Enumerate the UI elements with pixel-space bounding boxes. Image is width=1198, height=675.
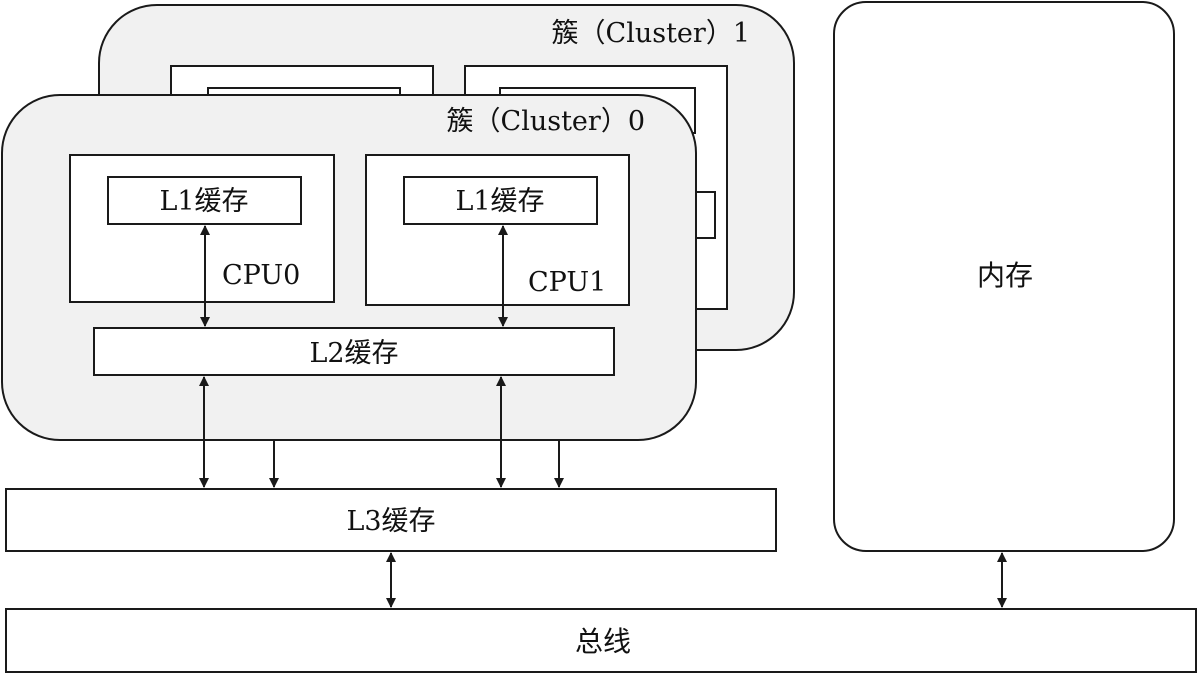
l2-cache-box: [93, 327, 615, 376]
cluster-0-label: 簇（Cluster）0: [447, 106, 645, 137]
l3-cache-label: L3缓存: [346, 506, 435, 537]
cpu1-l1-cache-box: [403, 176, 598, 225]
memory-box: [833, 1, 1175, 552]
memory-label: 内存: [977, 259, 1033, 292]
cpu1-label: CPU1: [528, 267, 606, 298]
cpu1-core: L1缓存 CPU1: [365, 154, 630, 306]
cluster-0: 簇（Cluster）0 L1缓存 CPU0 L1缓存 CPU1 L2缓存: [1, 94, 697, 441]
l3-cache-box: [5, 488, 777, 552]
cpu0-label: CPU0: [222, 260, 300, 291]
cpu0-core: L1缓存 CPU0: [69, 154, 335, 303]
l2-cache-label: L2缓存: [309, 338, 398, 369]
cluster-1-label: 簇（Cluster）1: [552, 18, 750, 49]
cpu0-l1-cache-label: L1缓存: [159, 186, 248, 217]
bus-box: [5, 608, 1197, 673]
bus-label: 总线: [575, 625, 631, 658]
cpu0-l1-cache-box: [107, 176, 302, 225]
cpu1-l1-cache-label: L1缓存: [455, 186, 544, 217]
